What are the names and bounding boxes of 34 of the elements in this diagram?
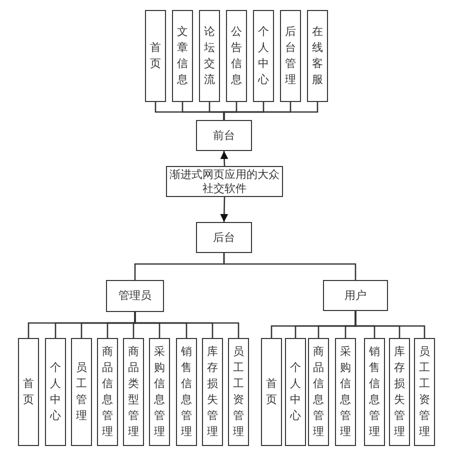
module-box: 库存损失管理 <box>389 338 410 446</box>
connector-line <box>354 311 426 338</box>
arrow <box>220 196 228 222</box>
module-box: 渐进式网页应用的大众社交软件 <box>166 166 283 197</box>
module-box: 前台 <box>196 120 252 151</box>
connector-line <box>223 253 356 280</box>
module-box: 文章信息 <box>172 10 193 102</box>
module-box: 库存损失管理 <box>202 338 223 446</box>
module-box: 采购信息管理 <box>149 338 170 446</box>
module-box: 个人中心 <box>285 338 306 446</box>
module-box: 员工工资管理 <box>228 338 249 446</box>
module-box: 商品信息管理 <box>97 338 118 446</box>
module-box: 采购信息管理 <box>335 338 356 446</box>
module-box: 用户 <box>323 280 388 311</box>
module-box: 销售信息管理 <box>364 338 385 446</box>
module-box: 管理员 <box>106 280 164 312</box>
arrow <box>220 150 228 166</box>
module-box: 商品类型管理 <box>123 338 144 446</box>
module-box: 销售信息管理 <box>176 338 197 446</box>
module-box: 商品信息管理 <box>308 338 329 446</box>
module-box: 首页 <box>18 338 39 446</box>
module-box: 后台管理 <box>280 10 301 102</box>
module-box: 首页 <box>145 10 166 102</box>
module-box: 公告信息 <box>226 10 247 102</box>
module-box: 个人中心 <box>45 338 66 446</box>
module-box: 个人中心 <box>253 10 274 102</box>
module-box: 员工管理 <box>71 338 92 446</box>
module-box: 在线客服 <box>307 10 328 102</box>
module-box: 员工工资管理 <box>414 338 435 446</box>
module-box: 论坛交流 <box>199 10 220 102</box>
connector-line <box>134 312 240 338</box>
module-box: 首页 <box>261 338 282 446</box>
module-box: 后台 <box>196 222 252 253</box>
connector-line <box>223 102 318 120</box>
